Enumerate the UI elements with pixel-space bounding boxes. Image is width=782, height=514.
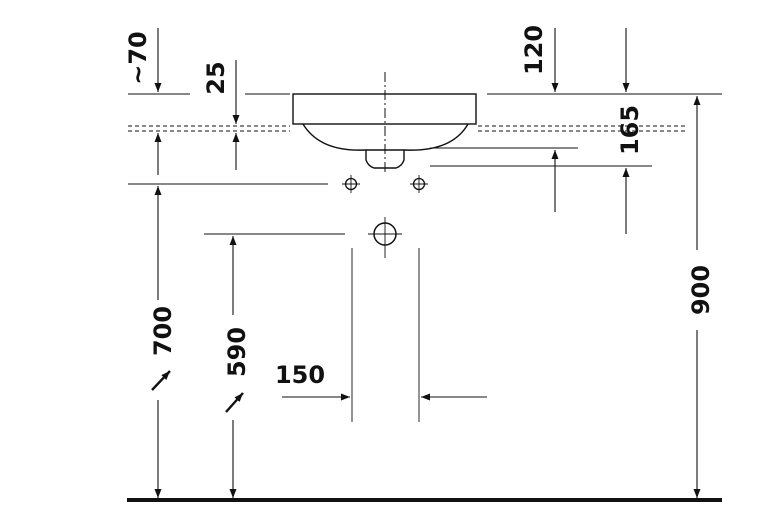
waste-outlet	[368, 217, 402, 258]
slope-arrow-590	[225, 392, 244, 413]
label-165: 165	[616, 105, 644, 155]
extension-lines	[128, 93, 722, 422]
dashed-countertop-lines	[128, 125, 685, 132]
fixing-hole-right	[410, 175, 428, 193]
label-700: 700	[149, 306, 177, 356]
label-120: 120	[520, 25, 548, 75]
fixing-hole-left	[342, 175, 360, 193]
label-590: 590	[223, 327, 251, 377]
label-150: 150	[275, 361, 325, 389]
label-approx-70: ~70	[124, 31, 152, 85]
label-900: 900	[687, 265, 715, 315]
slope-arrow-700	[151, 370, 171, 391]
label-25: 25	[202, 61, 230, 94]
